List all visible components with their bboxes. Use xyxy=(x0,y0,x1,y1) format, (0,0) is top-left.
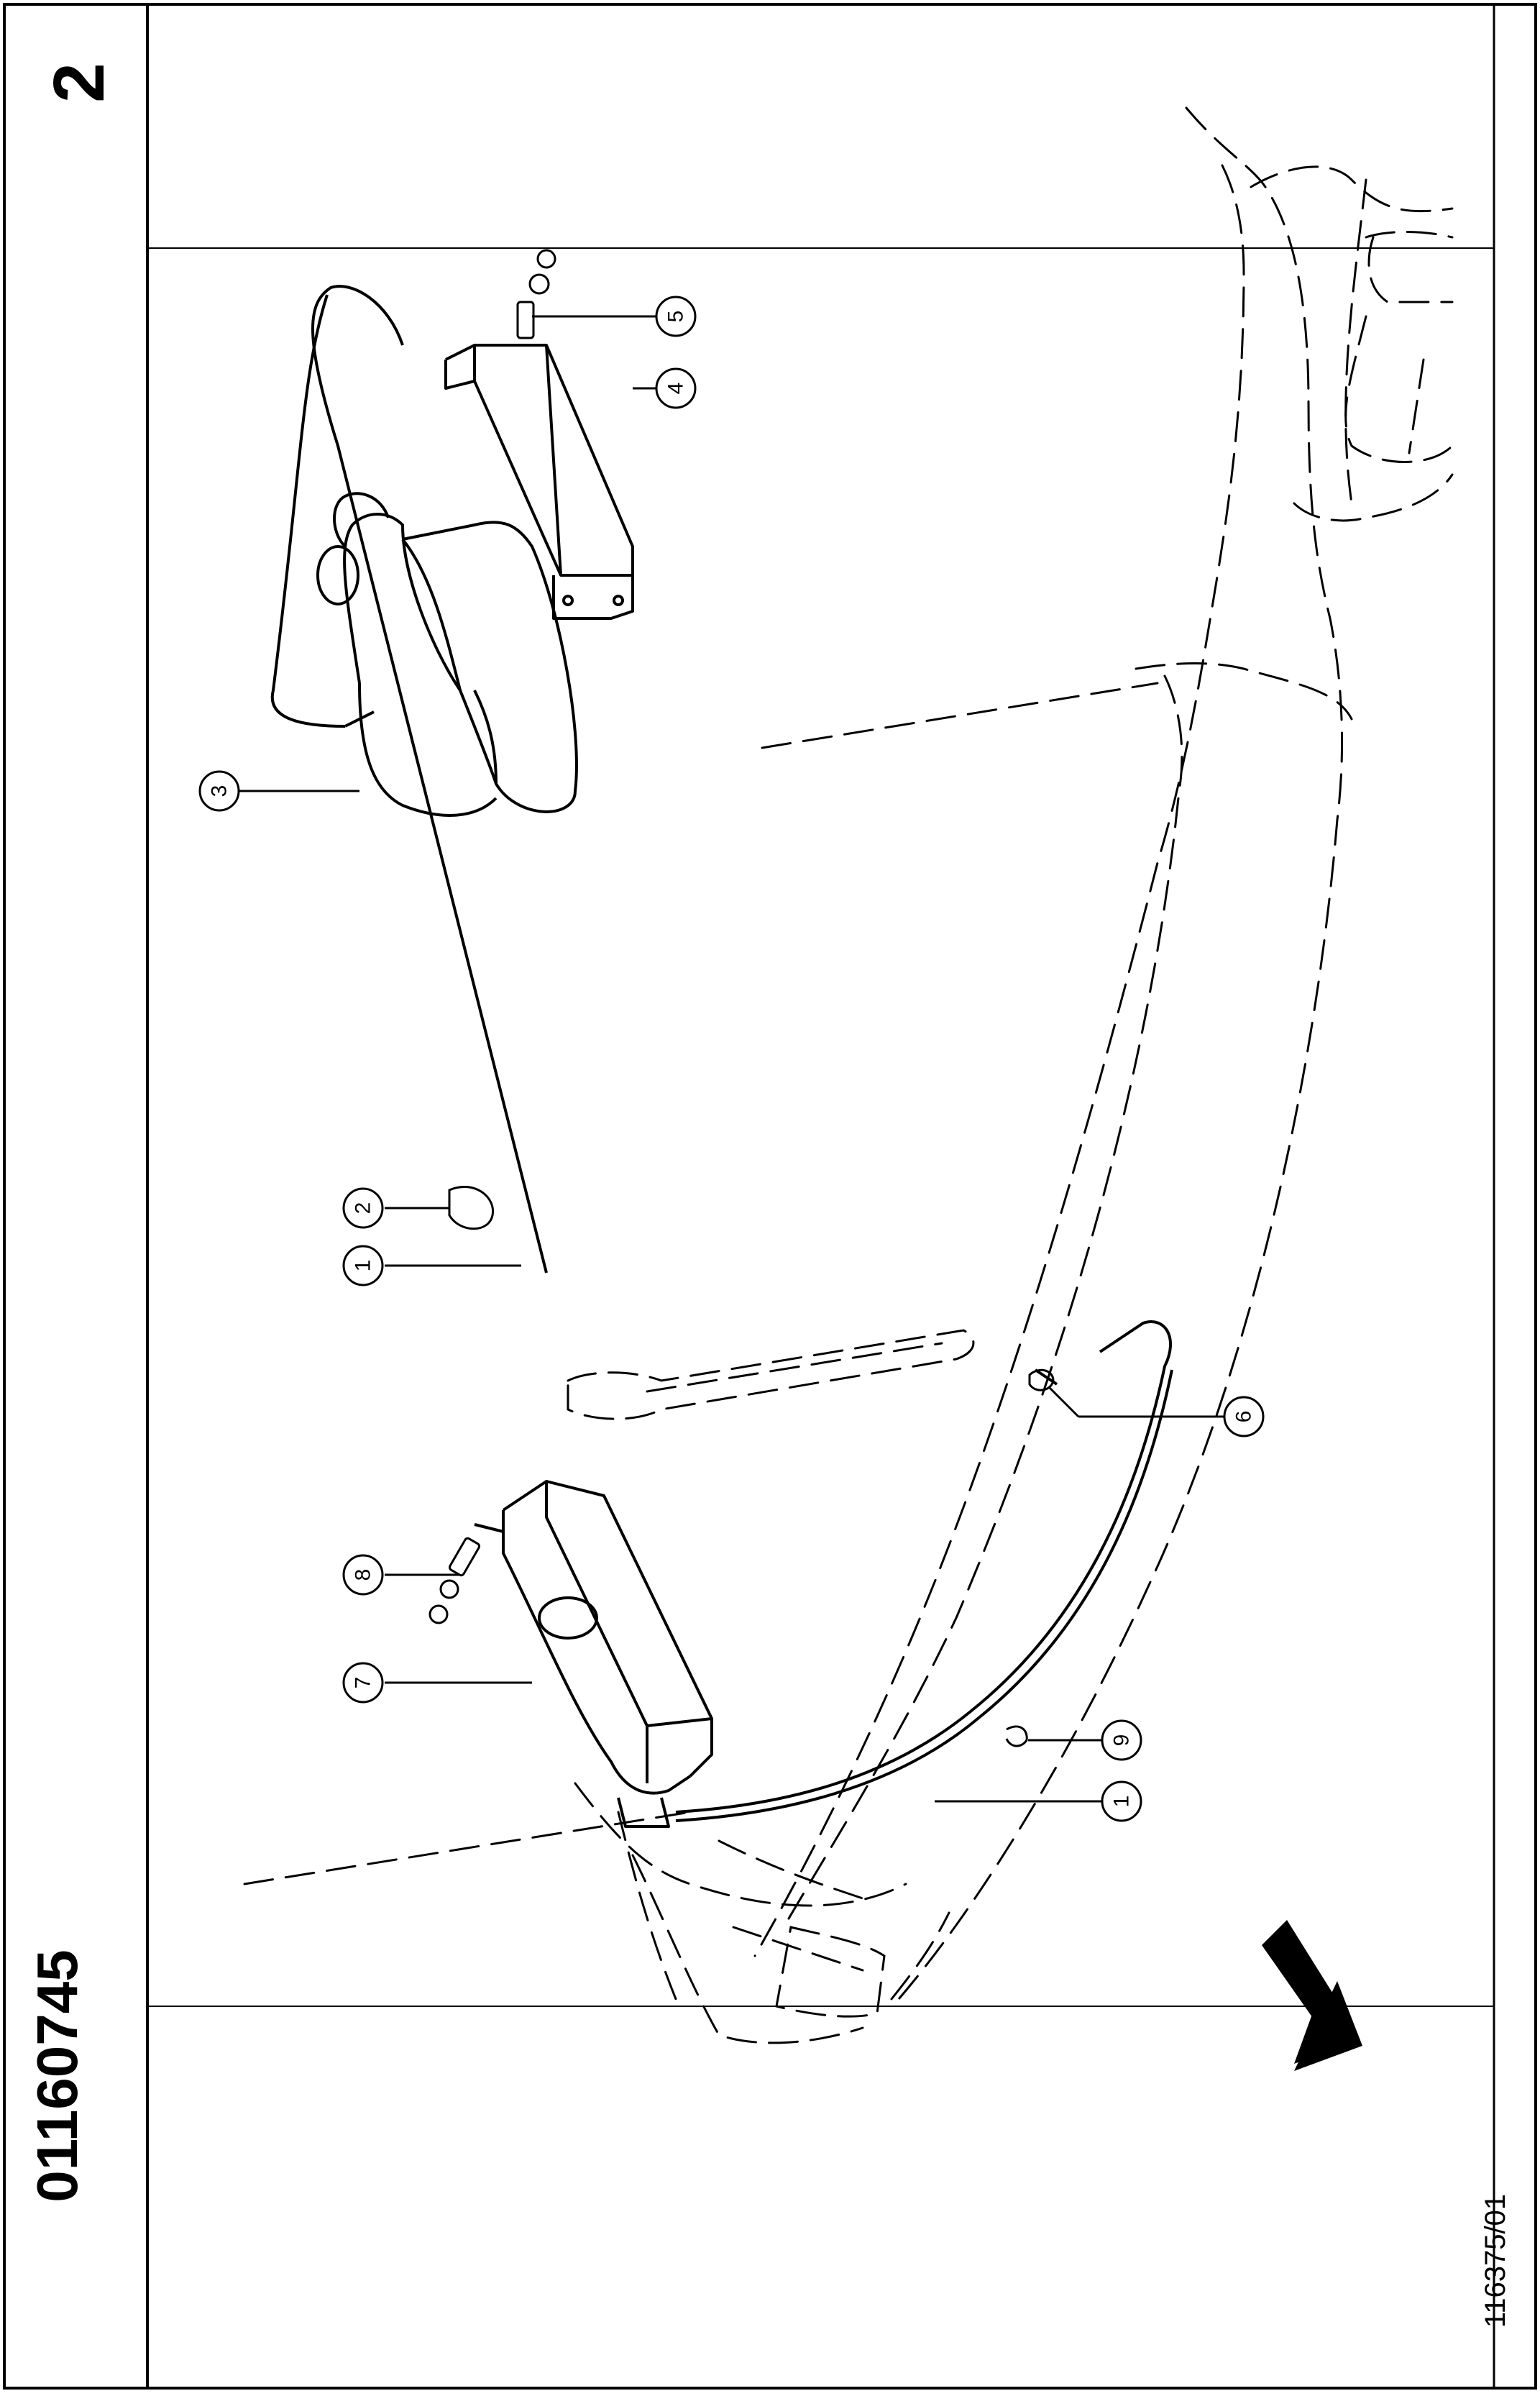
callout-label-2: 2 xyxy=(352,1202,375,1215)
washer-5 xyxy=(528,273,550,295)
fastener-set-8 xyxy=(428,1537,481,1624)
tail-lamp-outline xyxy=(1344,315,1454,463)
hose-lower-run-inner xyxy=(675,1369,1173,1822)
nozzle-6 xyxy=(1028,1368,1055,1391)
hose-clip-2 xyxy=(448,1186,495,1230)
callout-label-9: 9 xyxy=(1110,1734,1134,1747)
rear-window-lower xyxy=(243,1811,692,1885)
front-reservoir-foot xyxy=(617,1797,670,1828)
front-reservoir-edge xyxy=(545,1481,712,1783)
callout-label-6: 6 xyxy=(1232,1411,1256,1423)
callout-5: 5 xyxy=(655,296,697,337)
callout-3: 3 xyxy=(198,770,240,812)
callout-1a: 1 xyxy=(342,1245,384,1286)
front-reservoir-side xyxy=(502,1510,692,1795)
wheel-arch-cutout xyxy=(775,1926,886,2018)
sheet-frame xyxy=(3,3,1537,2390)
sheet-number: 2 xyxy=(39,63,119,103)
leader-6 xyxy=(1048,1386,1080,1418)
nut-5 xyxy=(536,249,556,269)
leader-lines xyxy=(237,315,1226,1803)
callout-4: 4 xyxy=(655,367,697,409)
direction-arrow xyxy=(1262,1920,1362,2071)
bracket-hole-right xyxy=(613,595,624,606)
bolt-8 xyxy=(448,1537,481,1577)
bracket-hole-left xyxy=(562,595,574,606)
rear-washer-reservoir xyxy=(316,492,578,817)
rear-panel-recess xyxy=(1365,231,1454,303)
part-number: 01160745 xyxy=(25,1949,89,2203)
lower-sill xyxy=(890,1911,950,2001)
washer-8 xyxy=(439,1579,459,1599)
roof-line-inner xyxy=(753,164,1245,1957)
arrow-shaft xyxy=(1262,1920,1341,2022)
rear-quarter-lower xyxy=(1293,473,1454,522)
front-wing-lower xyxy=(574,1782,907,1907)
bracket-fold xyxy=(473,344,562,576)
reservoir-filler-cap xyxy=(316,545,359,605)
reservoir-body xyxy=(343,513,578,813)
callout-2: 2 xyxy=(342,1187,384,1229)
callout-label-4: 4 xyxy=(664,383,688,395)
callout-label-3: 3 xyxy=(208,785,232,797)
callout-label-5: 5 xyxy=(664,311,688,323)
vehicle-body-outline xyxy=(243,106,1454,2044)
wiper-blade xyxy=(567,1329,975,1420)
callout-9: 9 xyxy=(1101,1719,1142,1761)
reservoir-neck xyxy=(333,492,390,548)
small-parts xyxy=(448,1186,1055,1747)
rear-panel-upper xyxy=(1250,165,1454,213)
bolt-5 xyxy=(516,301,535,339)
hose-to-tank-3 xyxy=(344,710,375,728)
mounting-bracket-4 xyxy=(444,344,634,620)
bumper-corner xyxy=(631,1854,864,2044)
callout-label-1b: 1 xyxy=(1110,1796,1134,1808)
front-reservoir-top xyxy=(502,1480,713,1778)
rear-window-upper xyxy=(761,682,1159,749)
drawing-code: 116375/01 xyxy=(1480,2193,1511,2328)
reservoir-ridge xyxy=(401,538,498,785)
front-wing-curve xyxy=(718,1839,864,1972)
callout-1b: 1 xyxy=(1101,1780,1142,1822)
callout-label-8: 8 xyxy=(352,1569,375,1581)
reservoir-front-face xyxy=(358,682,498,817)
hose-upper-section xyxy=(311,285,548,1274)
callout-balloons: 1 2 3 4 5 6 7 xyxy=(198,296,1265,1822)
front-reservoir-tab xyxy=(474,1523,504,1533)
outer-border xyxy=(3,3,1537,2390)
washer-hose xyxy=(270,285,1173,1822)
bracket-lower-flange xyxy=(444,360,633,577)
callout-7: 7 xyxy=(342,1662,384,1704)
rear-quarter-side xyxy=(1344,178,1367,505)
c-pillar-top xyxy=(1135,662,1353,721)
bracket-upper-flange xyxy=(445,344,634,620)
grommet-9 xyxy=(1005,1725,1028,1747)
hose-lower-run xyxy=(675,1320,1173,1814)
hose-upper-return xyxy=(270,294,346,728)
callout-label-1a: 1 xyxy=(352,1260,375,1272)
front-reservoir-filler xyxy=(538,1596,598,1640)
roof-line-outer xyxy=(897,106,1344,2001)
pillar-inner xyxy=(782,675,1183,1929)
wiper-arm-hatch xyxy=(646,1342,943,1393)
fastener-set-5 xyxy=(516,249,556,339)
callout-6: 6 xyxy=(1223,1396,1265,1437)
door-edge xyxy=(617,1811,677,2001)
front-washer-reservoir xyxy=(474,1480,713,1828)
arrow-tip xyxy=(1294,1981,1362,2071)
nut-8 xyxy=(428,1604,449,1624)
callout-8: 8 xyxy=(342,1554,384,1596)
callout-label-7: 7 xyxy=(352,1677,375,1689)
